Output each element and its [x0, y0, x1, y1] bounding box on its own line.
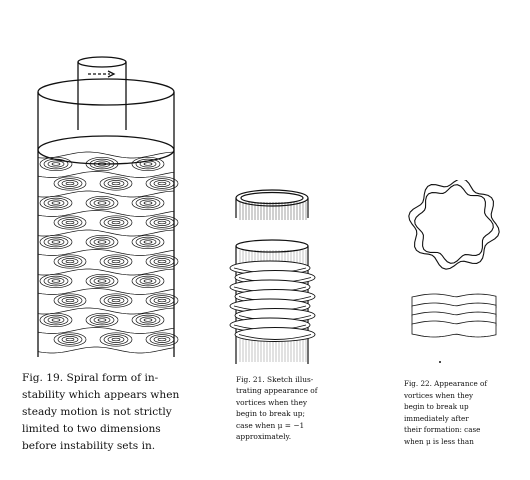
figure-21-caption: Fig. 21. Sketch illus- trating appearanc… — [236, 375, 318, 442]
figure-19-caption: Fig. 19. Spiral form of in- stability wh… — [22, 372, 180, 452]
figure-21-drawing — [229, 189, 316, 364]
figure-22-caption: Fig. 22. Appearance of vortices when the… — [404, 379, 488, 446]
figure-22-drawing — [408, 180, 500, 363]
figure-19-drawing — [37, 56, 179, 357]
